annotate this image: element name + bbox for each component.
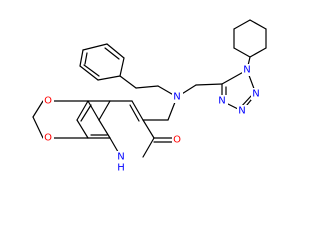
bond (76, 119, 89, 139)
bond (119, 75, 137, 89)
bond (84, 52, 88, 65)
bond (79, 65, 99, 81)
bond (80, 104, 92, 122)
bond (249, 47, 267, 58)
bond (131, 100, 144, 121)
chemical-structure-diagram: N N N N N O O N H O (32, 19, 267, 174)
atom-label-quinolinone-n: N (117, 152, 124, 163)
bond (233, 19, 251, 30)
bond (83, 64, 100, 77)
bond (119, 57, 125, 77)
atom-label-dioxane-o-bottom: O (44, 133, 52, 144)
bonds (32, 19, 267, 158)
atom-label-tetrazole-n4: N (218, 96, 225, 107)
bond (104, 47, 120, 60)
bond (135, 85, 159, 89)
atom-label-tetrazole-n1: N (243, 65, 250, 76)
atom-labels: N N N N N O O N H O (43, 64, 262, 174)
bond (76, 100, 89, 121)
atom-label-tetrazole-n2: N (252, 89, 259, 100)
bond (142, 119, 155, 139)
bond (87, 100, 100, 121)
atom-label-tetrazole-n3: N (238, 106, 245, 117)
bond (106, 43, 125, 59)
bond (249, 19, 267, 30)
molecule-canvas: N N N N N O O N H O (32, 19, 267, 174)
bond (129, 104, 140, 122)
bond (195, 83, 223, 86)
bond (97, 75, 121, 81)
bond (98, 119, 111, 139)
bond (98, 100, 111, 121)
atom-label-dioxane-o-top: O (44, 96, 52, 107)
atom-label-carbonyl-o: O (173, 135, 181, 146)
bond (79, 49, 84, 67)
bond (32, 116, 44, 139)
bond (233, 47, 251, 58)
atom-label-quinolinone-h: H (117, 163, 125, 174)
bond (32, 100, 44, 118)
bond (142, 137, 155, 158)
atom-label-amine-n: N (173, 92, 180, 103)
bond (82, 43, 108, 51)
